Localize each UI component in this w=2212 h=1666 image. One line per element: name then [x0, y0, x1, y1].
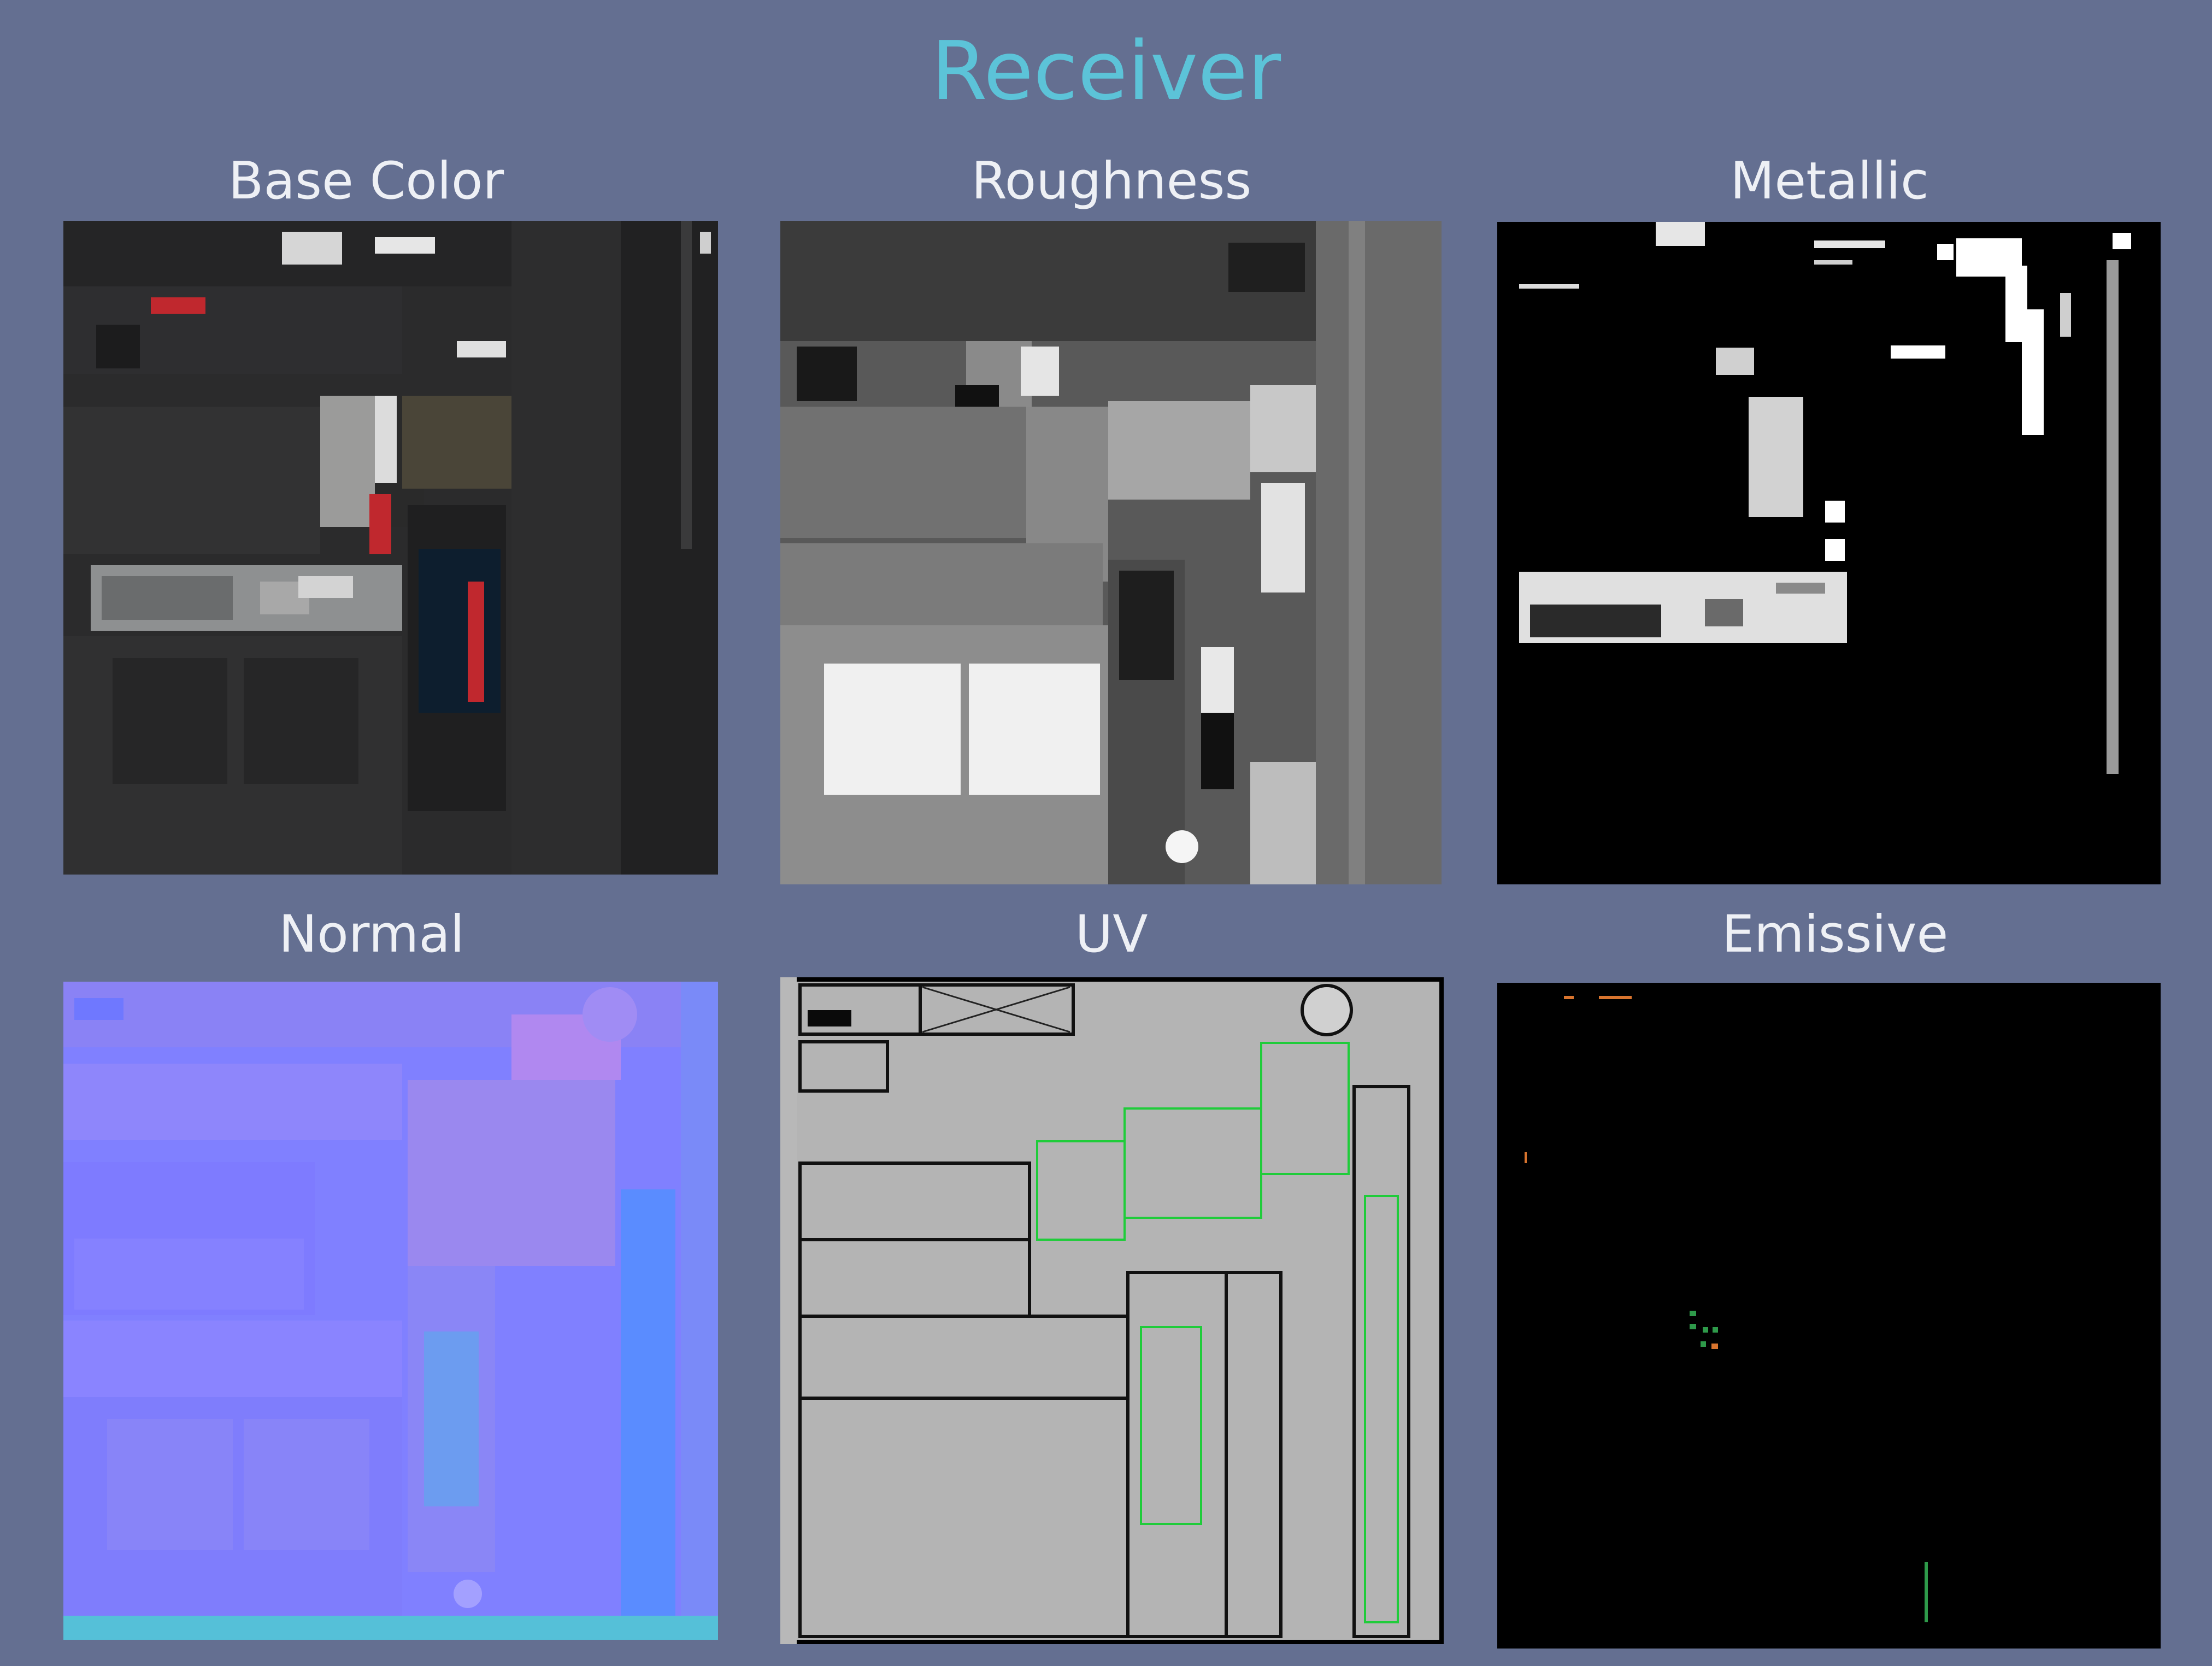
roughness-map [780, 221, 1442, 884]
page-title: Receiver [931, 24, 1281, 118]
normal-map [63, 982, 718, 1640]
label-base-color: Base Color [228, 151, 504, 211]
label-uv: UV [1075, 905, 1148, 964]
metallic-map [1497, 222, 2161, 884]
label-metallic: Metallic [1730, 151, 1929, 211]
uv-map [780, 977, 1444, 1644]
emissive-map [1497, 983, 2161, 1649]
label-roughness: Roughness [971, 151, 1252, 211]
base-color-map [63, 221, 718, 875]
label-emissive: Emissive [1721, 905, 1949, 964]
label-normal: Normal [278, 905, 465, 964]
